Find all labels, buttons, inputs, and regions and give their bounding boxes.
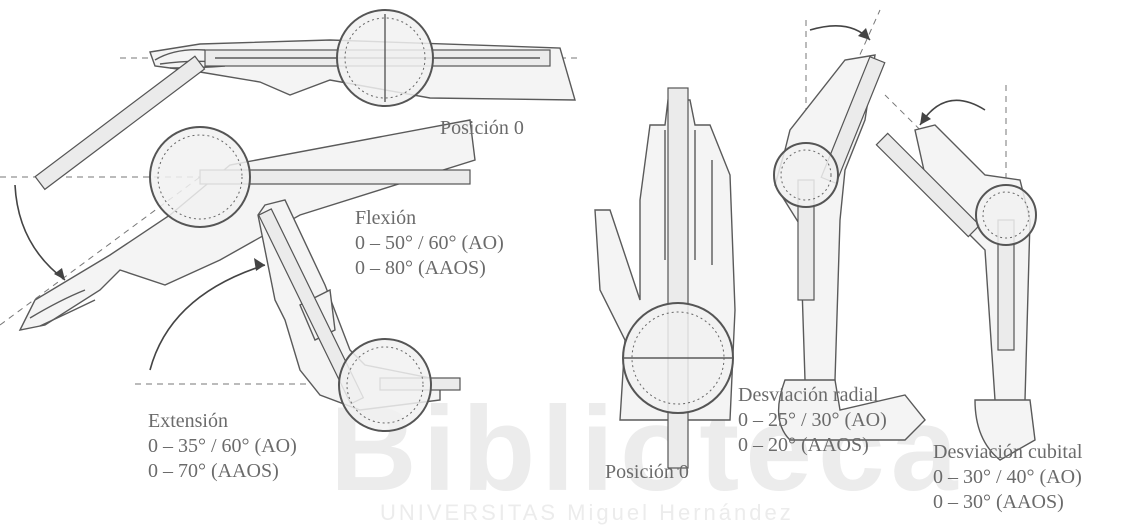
extension-title: Extensión	[148, 409, 297, 434]
goniometer-dial	[774, 143, 838, 207]
label-flexion: Flexión 0 – 50° / 60° (AO) 0 – 80° (AAOS…	[355, 206, 504, 281]
flexion-title: Flexión	[355, 206, 504, 231]
goniometer-dial	[976, 185, 1036, 245]
ulnar-arc-arrow	[920, 100, 985, 125]
label-desviacion-radial: Desviación radial 0 – 25° / 30° (AO) 0 –…	[738, 383, 887, 458]
flexion-range-aaos: 0 – 80° (AAOS)	[355, 256, 504, 281]
arrow-head	[858, 28, 870, 40]
label-desviacion-cubital: Desviación cubital 0 – 30° / 40° (AO) 0 …	[933, 440, 1082, 515]
radial-range-aaos: 0 – 20° (AAOS)	[738, 433, 887, 458]
palm-position-zero-illustration	[595, 88, 735, 470]
cubital-range-aaos: 0 – 30° (AAOS)	[933, 490, 1082, 515]
label-posicion-0-top: Posición 0	[440, 116, 524, 141]
radial-range-ao: 0 – 25° / 30° (AO)	[738, 408, 887, 433]
radial-arc-arrow	[810, 26, 870, 40]
cubital-range-ao: 0 – 30° / 40° (AO)	[933, 465, 1082, 490]
radial-deviation-illustration	[774, 10, 925, 440]
flexion-range-ao: 0 – 50° / 60° (AO)	[355, 231, 504, 256]
goniometer-dial	[150, 127, 250, 227]
arrow-head	[254, 258, 265, 271]
extension-range-ao: 0 – 35° / 60° (AO)	[148, 434, 297, 459]
arrow-head	[54, 268, 65, 280]
cubital-title: Desviación cubital	[933, 440, 1082, 465]
label-extension: Extensión 0 – 35° / 60° (AO) 0 – 70° (AA…	[148, 409, 297, 484]
goniometer-dial	[339, 339, 431, 431]
extension-range-aaos: 0 – 70° (AAOS)	[148, 459, 297, 484]
label-posicion-0-bottom: Posición 0	[605, 460, 689, 485]
flexion-arc-arrow	[15, 185, 65, 280]
arm-position-zero-illustration	[120, 10, 580, 106]
radial-title: Desviación radial	[738, 383, 887, 408]
